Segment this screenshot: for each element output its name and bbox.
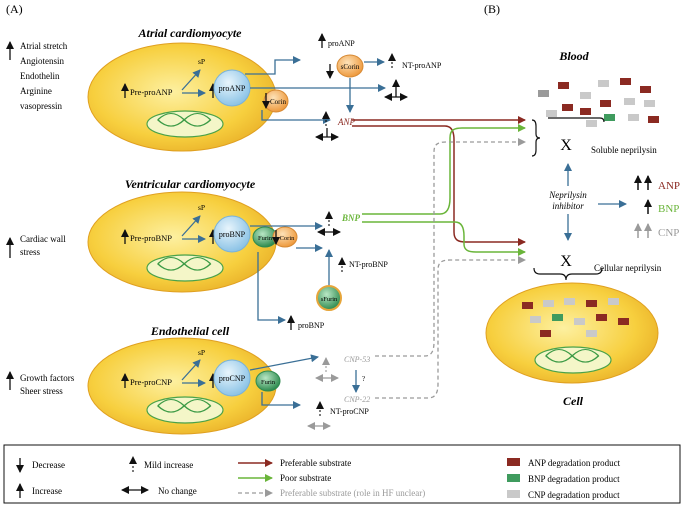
sfurin	[316, 285, 342, 311]
ventricular-stim-1: stress	[20, 247, 40, 257]
endothelial-title: Endothelial cell	[150, 324, 230, 338]
ventricular-peptide: BNP	[341, 213, 361, 223]
target-cell-nucleus	[534, 346, 612, 374]
ventricular-cell: Ventricular cardiomyocyte Pre-proBNP sP …	[6, 177, 388, 330]
substrate-arrows	[352, 116, 526, 399]
cnp22: CNP-22	[344, 395, 370, 404]
inhibitor-line2: inhibitor	[552, 201, 584, 211]
scorin-label: sCorin	[341, 63, 360, 71]
ventricular-stim-0: Cardiac wall	[20, 234, 66, 244]
legend-preferable: Preferable substrate	[280, 458, 351, 468]
legend-bnp-deg: BNP degradation product	[528, 474, 620, 484]
atrial-stim-0: Atrial stretch	[20, 41, 68, 51]
atrial-pro-out: proANP	[328, 39, 355, 48]
atrial-ntpro: NT-proANP	[402, 61, 442, 70]
blood-degradation-products	[538, 78, 659, 127]
atrial-stim-2: Endothelin	[20, 71, 60, 81]
cellular-neprilysin: Cellular neprilysin	[594, 263, 662, 273]
ventricular-pro-sphere	[213, 215, 251, 253]
effect-bnp: BNP	[658, 203, 679, 215]
scorin	[336, 54, 364, 78]
soluble-neprilysin: Soluble neprilysin	[591, 145, 657, 155]
ventricular-furin-label: Furin	[258, 235, 273, 242]
atrial-corin-label: Corin	[270, 98, 286, 106]
ventricular-pre: Pre-proBNP	[130, 233, 172, 243]
endothelial-sp: sP	[198, 348, 205, 357]
endothelial-pro-sphere	[213, 359, 251, 397]
endothelial-nucleus	[146, 396, 224, 424]
atrial-pro: proANP	[219, 84, 246, 93]
effect-cnp: CNP	[658, 227, 679, 239]
legend-mild: Mild increase	[144, 460, 193, 470]
panel-a-label: (A)	[6, 2, 23, 16]
endothelial-stim-1: Sheer stress	[20, 386, 63, 396]
inhibitor-line1: Neprilysin	[548, 190, 587, 200]
atrial-stim-3: Arginine	[20, 86, 52, 96]
atrial-nucleus	[146, 110, 224, 138]
atrial-sp: sP	[198, 57, 205, 66]
ventricular-nucleus	[146, 254, 224, 282]
atrial-peptide: ANP	[337, 117, 356, 127]
atrial-title: Atrial cardiomyocyte	[138, 26, 243, 40]
cell-title: Cell	[563, 394, 584, 408]
endothelial-furin	[255, 370, 281, 392]
blood-x: X	[560, 137, 572, 154]
legend-increase: Increase	[32, 486, 62, 496]
legend-decrease: Decrease	[32, 460, 65, 470]
panel-b: Blood X Soluble neprilysin Neprilysin in…	[485, 49, 680, 408]
cell-x: X	[560, 253, 572, 270]
ventricular-title: Ventricular cardiomyocyte	[125, 177, 256, 191]
ventricular-pro-out: proBNP	[298, 321, 325, 330]
legend-cnp-deg: CNP degradation product	[528, 490, 620, 500]
blood-title: Blood	[558, 49, 589, 63]
legend-anp-deg: ANP degradation product	[528, 458, 621, 468]
sfurin-label: sFurin	[321, 296, 338, 303]
atrial-pre: Pre-proANP	[130, 87, 173, 97]
panel-b-label: (B)	[484, 2, 500, 16]
legend-nochange: No change	[158, 486, 197, 496]
endothelial-pro: proCNP	[219, 374, 246, 383]
ventricular-pro: proBNP	[219, 230, 246, 239]
atrial-stim-1: Angiotensin	[20, 56, 64, 66]
ventricular-corin-label: Corin	[280, 235, 296, 242]
endothelial-ntpro: NT-proCNP	[330, 407, 369, 416]
cnp-question: ?	[362, 375, 365, 383]
endothelial-stim-0: Growth factors	[20, 373, 75, 383]
endothelial-furin-label: Furin	[261, 379, 276, 386]
legend-unclear: Preferable substrate (role in HF unclear…	[280, 488, 425, 498]
cell-degradation-products	[522, 298, 629, 337]
ventricular-sp: sP	[198, 203, 205, 212]
legend: Decrease Increase Mild increase No chang…	[3, 444, 681, 504]
endothelial-pre: Pre-proCNP	[130, 377, 172, 387]
endothelial-cell: Endothelial cell Pre-proCNP sP proCNP Fu…	[6, 324, 370, 435]
atrial-cell: Atrial cardiomyocyte Pre-proANP sP proAN…	[6, 26, 442, 152]
cnp53: CNP-53	[344, 355, 370, 364]
legend-box	[3, 444, 681, 504]
effect-anp: ANP	[658, 180, 680, 192]
atrial-stim-4: vasopressin	[20, 101, 62, 111]
ventricular-ntpro: NT-proBNP	[349, 260, 388, 269]
legend-poor: Poor substrate	[280, 473, 331, 483]
